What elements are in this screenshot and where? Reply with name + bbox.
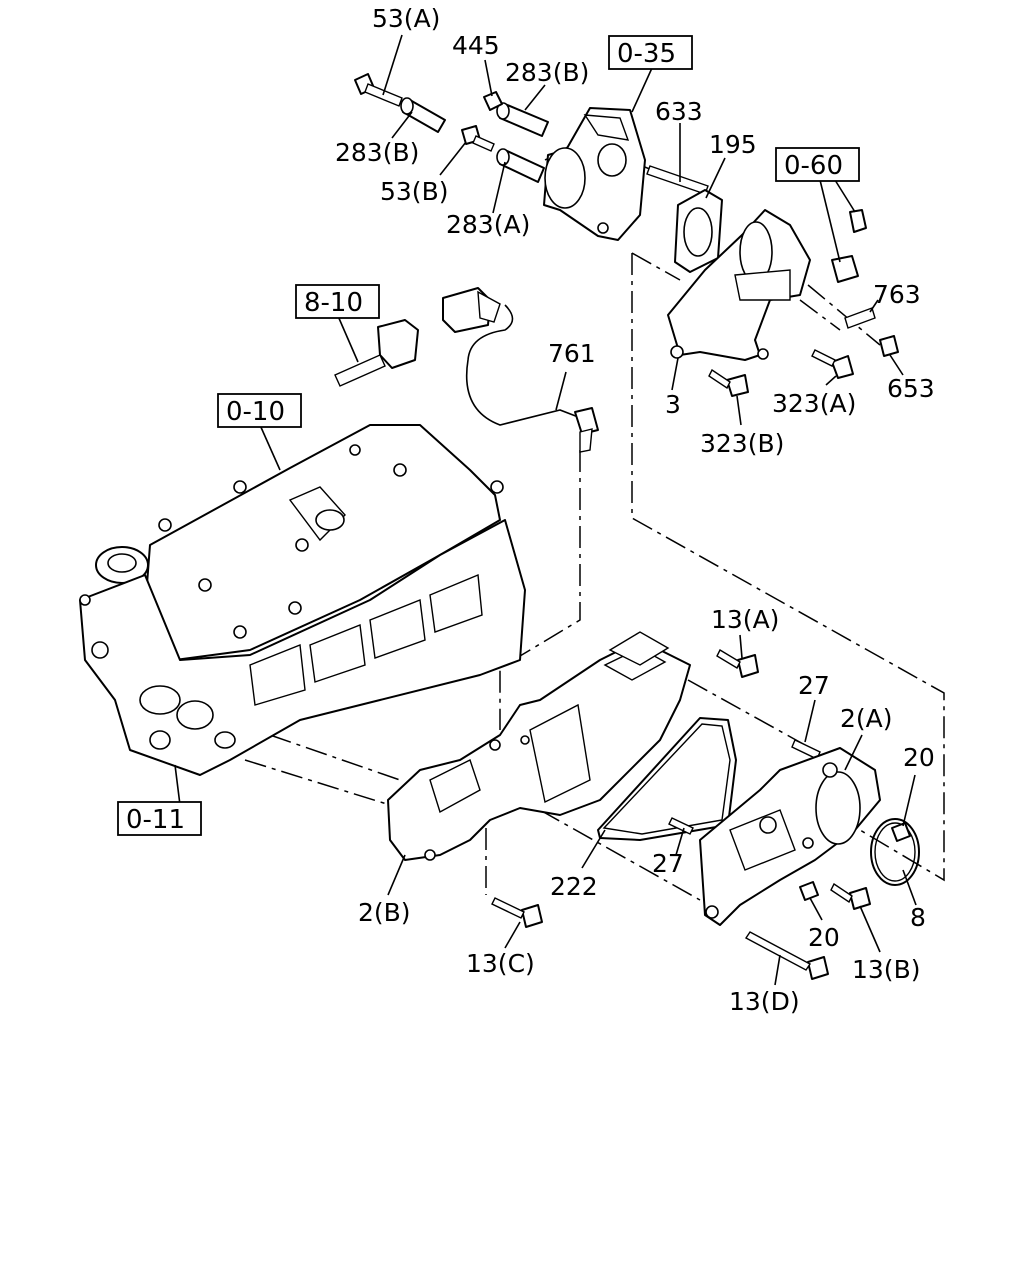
callout-8: 8 (910, 903, 926, 932)
callout-13b: 13(B) (852, 955, 920, 984)
ref-8-10-label: 8-10 (304, 288, 363, 318)
callout-3: 3 (665, 390, 681, 419)
ref-0-11-label: 0-11 (126, 805, 185, 835)
leader-lines (174, 34, 917, 986)
nuts-20 (799, 822, 911, 901)
callout-53a: 53(A) (372, 4, 440, 33)
gasket-195 (674, 189, 723, 273)
connector-8-10-part (334, 319, 419, 387)
callout-222: 222 (550, 872, 598, 901)
gasket-222 (597, 717, 737, 841)
callout-323a: 323(A) (772, 389, 856, 418)
callout-283b-top: 283(B) (505, 58, 589, 87)
stud-633 (646, 165, 709, 195)
ref-0-10-label: 0-10 (226, 397, 285, 427)
callout-13d: 13(D) (729, 987, 800, 1016)
callout-20-bottom: 20 (808, 923, 840, 952)
callout-53b: 53(B) (380, 177, 448, 206)
ref-box-0-60: 0-60 (775, 147, 860, 182)
callout-13c: 13(C) (466, 949, 535, 978)
callout-633: 633 (655, 97, 703, 126)
callout-27-mid: 27 (652, 849, 684, 878)
sensor-763 (831, 209, 876, 329)
housing-2a (699, 747, 881, 926)
callout-13a: 13(A) (711, 605, 779, 634)
hoses-283 (400, 97, 549, 183)
bolts-323 (708, 335, 899, 397)
callout-labels: 53(A) 445 283(B) 283(B) 53(B) 283(A) 633… (335, 4, 935, 1016)
callout-283a: 283(A) (446, 210, 530, 239)
ref-box-0-10: 0-10 (217, 393, 302, 428)
callout-445: 445 (452, 31, 500, 60)
callout-761: 761 (548, 339, 596, 368)
cylinder-head (79, 424, 526, 776)
ref-box-0-35: 0-35 (608, 35, 693, 70)
oring-8 (870, 818, 920, 886)
reference-boxes: 0-35 0-60 8-10 0-10 0-11 (117, 35, 860, 836)
callout-653: 653 (887, 374, 935, 403)
ref-box-8-10: 8-10 (295, 284, 380, 319)
callout-2b: 2(B) (358, 898, 411, 927)
callout-283b-left: 283(B) (335, 138, 419, 167)
ref-0-35-label: 0-35 (617, 39, 676, 69)
water-outlet (667, 209, 811, 361)
thermostat-housing (543, 107, 646, 241)
callout-763: 763 (873, 280, 921, 309)
callout-2a: 2(A) (840, 704, 893, 733)
ref-0-60-label: 0-60 (784, 151, 843, 181)
manifold-2b (387, 631, 691, 861)
harness-761 (442, 287, 599, 453)
callout-20-top: 20 (903, 743, 935, 772)
callout-27-top: 27 (798, 671, 830, 700)
bolts-53 (354, 73, 503, 152)
bolt-13a (716, 649, 759, 678)
callout-195: 195 (709, 130, 757, 159)
bolts-13bcd (491, 882, 871, 980)
ref-box-0-11: 0-11 (117, 801, 202, 836)
callout-323b: 323(B) (700, 429, 784, 458)
